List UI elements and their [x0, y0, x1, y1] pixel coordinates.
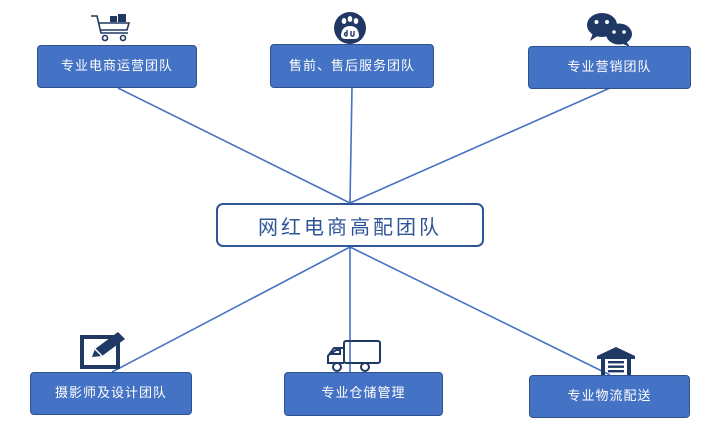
connector-line-marketing — [349, 87, 611, 204]
node-label: 专业营销团队 — [567, 59, 652, 75]
node-label: 专业仓储管理 — [321, 386, 406, 401]
connector-line-ecommerce-ops — [117, 87, 351, 204]
pen-edit-icon — [80, 332, 125, 369]
node-label: 专业电商运营团队 — [60, 58, 173, 74]
node-ecommerce-ops: 专业电商运营团队 — [37, 45, 197, 88]
delivery-truck-icon — [327, 340, 381, 372]
node-label: 售前、售后服务团队 — [288, 58, 415, 74]
shopping-cart-icon — [91, 14, 131, 42]
node-pre-after-sales: 售前、售后服务团队 — [270, 44, 434, 88]
center-node-label: 网红电商高配团队 — [258, 214, 442, 239]
node-logistics: 专业物流配送 — [529, 375, 690, 418]
center-node: 网红电商高配团队 — [216, 203, 484, 247]
node-label: 专业物流配送 — [567, 388, 652, 404]
baidu-paw-icon — [334, 12, 366, 44]
wechat-icon — [587, 13, 632, 47]
node-marketing: 专业营销团队 — [528, 46, 691, 89]
node-photo-design: 摄影师及设计团队 — [30, 372, 192, 415]
warehouse-icon — [597, 347, 635, 375]
node-label: 摄影师及设计团队 — [54, 385, 167, 401]
connector-line-photo-design — [111, 246, 351, 373]
node-warehouse: 专业仓储管理 — [284, 372, 443, 416]
connector-line-logistics — [349, 246, 611, 376]
connector-line-pre-after-sales — [349, 87, 353, 204]
